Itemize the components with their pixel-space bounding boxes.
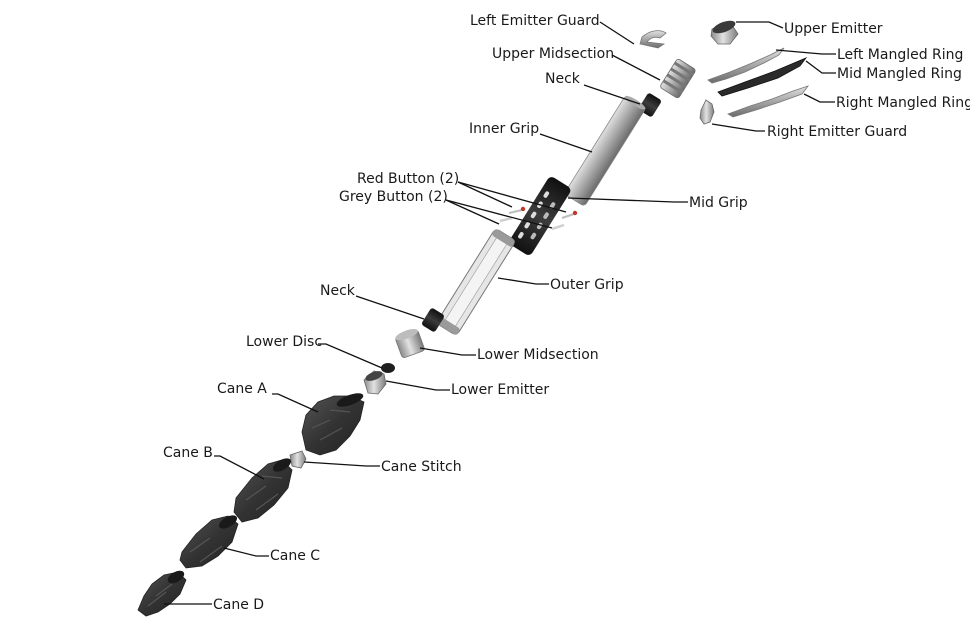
cane-a-part	[301, 393, 365, 456]
label-right-emitter-guard: Right Emitter Guard	[767, 124, 907, 140]
label-lower-disc: Lower Disc	[246, 334, 322, 350]
label-lower-midsection: Lower Midsection	[477, 347, 599, 363]
label-inner-grip: Inner Grip	[469, 121, 539, 137]
lower-midsection-part	[395, 329, 425, 358]
leader-lines	[164, 21, 836, 605]
upper-midsection-part	[660, 59, 696, 99]
label-cane-c: Cane C	[270, 548, 320, 564]
label-cane-stitch: Cane Stitch	[381, 459, 462, 475]
label-neck-upper: Neck	[545, 71, 581, 87]
left-emitter-guard-part	[639, 30, 667, 49]
leader-inner-grip	[539, 133, 593, 153]
upper-emitter-part	[710, 20, 739, 45]
cane-c-part	[179, 515, 239, 569]
lower-disc-part	[381, 363, 395, 373]
leader-right-mangled-ring	[803, 93, 835, 103]
leader-grey-button-2	[445, 199, 553, 229]
leader-lower-emitter	[385, 380, 450, 391]
right-mangled-ring-part	[727, 85, 810, 118]
label-lower-emitter: Lower Emitter	[451, 382, 549, 398]
label-grey-button: Grey Button (2)	[339, 189, 448, 205]
leader-cane-stitch	[303, 461, 380, 467]
leader-red-button-2	[457, 181, 567, 213]
label-mid-mangled-ring: Mid Mangled Ring	[837, 66, 962, 82]
leader-red-button	[457, 181, 513, 208]
inner-grip-part	[565, 95, 646, 206]
label-upper-midsection: Upper Midsection	[492, 46, 614, 62]
label-left-emitter-guard: Left Emitter Guard	[470, 13, 600, 29]
neck-lower-part	[422, 308, 444, 332]
leader-cane-b	[214, 455, 265, 480]
label-cane-b: Cane B	[163, 445, 213, 461]
label-cane-d: Cane D	[213, 597, 264, 613]
leader-cane-c	[223, 547, 269, 557]
labels: Left Emitter Guard Upper Emitter Upper M…	[163, 13, 970, 613]
cane-b-part	[233, 458, 293, 523]
lower-emitter-part	[363, 370, 387, 395]
right-emitter-guard-part	[699, 99, 715, 125]
label-left-mangled-ring: Left Mangled Ring	[837, 47, 963, 63]
leader-mid-grip	[567, 197, 688, 203]
leader-neck-lower	[355, 295, 425, 320]
label-upper-emitter: Upper Emitter	[784, 21, 883, 37]
left-mangled-ring-part	[707, 47, 785, 84]
leader-lower-disc	[318, 343, 383, 369]
mid-mangled-ring-part	[717, 57, 808, 97]
grey-button-part	[499, 216, 565, 231]
cane-d-part	[137, 570, 187, 617]
leader-mid-mangled-ring	[805, 60, 836, 74]
leader-left-mangled-ring	[775, 49, 836, 55]
leader-upper-midsection	[611, 54, 661, 81]
leader-upper-emitter	[736, 21, 784, 29]
leader-left-emitter-guard	[599, 21, 635, 45]
leader-neck-upper	[583, 84, 641, 105]
leader-grey-button	[445, 199, 500, 225]
leader-lower-midsection	[419, 347, 476, 356]
cane-stitch-part	[289, 450, 307, 469]
label-right-mangled-ring: Right Mangled Ring	[836, 95, 970, 111]
leader-cane-a	[272, 393, 319, 413]
red-button-part	[508, 206, 578, 219]
label-cane-a: Cane A	[217, 381, 267, 397]
label-neck-lower: Neck	[320, 283, 356, 299]
label-red-button: Red Button (2)	[357, 171, 459, 187]
label-mid-grip: Mid Grip	[689, 195, 748, 211]
mid-grip-part	[509, 177, 571, 255]
leader-outer-grip	[497, 277, 549, 285]
outer-grip-part	[437, 229, 515, 335]
leader-right-emitter-guard	[711, 123, 765, 132]
label-outer-grip: Outer Grip	[550, 277, 624, 293]
